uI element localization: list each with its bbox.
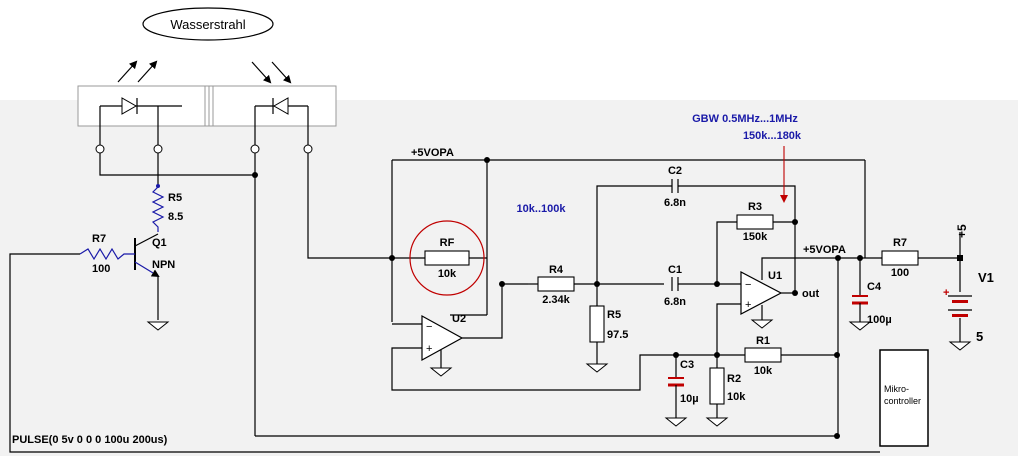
r7-name: R7	[893, 237, 907, 249]
r1-value: 10k	[754, 365, 773, 377]
r4-value: 2.34k	[542, 294, 570, 306]
r1-name: R1	[756, 335, 770, 347]
svg-text:−: −	[745, 279, 751, 291]
r5q-name: R5	[168, 192, 182, 204]
c3-value: 10µ	[680, 393, 699, 405]
r7-q-resistor: R7 100	[9, 233, 880, 453]
r2-value: 10k	[727, 391, 746, 403]
wasserstrahl-ellipse: Wasserstrahl	[142, 7, 274, 41]
svg-text:+: +	[745, 299, 751, 311]
u1-opamp: − + U1 out +5VOPA	[716, 244, 846, 355]
c1-capacitor: C1 6.8n	[664, 264, 741, 308]
c4-name: C4	[867, 281, 882, 293]
vopa-left-label: +5VOPA	[411, 147, 454, 159]
q1-name: Q1	[152, 237, 167, 249]
micro-label-1: Mikro-	[884, 384, 909, 394]
svg-text:−: −	[426, 321, 432, 333]
c3-capacitor: C3 10µ	[664, 352, 699, 427]
rf-value: 10k	[438, 268, 457, 280]
r7q-name: R7	[92, 233, 106, 245]
r3-value: 150k	[743, 231, 768, 243]
r2-resistor: R2 10k	[705, 352, 746, 427]
gbw-label: GBW 0.5MHz...1MHz	[692, 113, 798, 125]
c2-value: 6.8n	[664, 197, 686, 209]
pulse-label: PULSE(0 5v 0 0 0 100u 200us)	[12, 434, 168, 446]
r7-value: 100	[891, 267, 909, 279]
c3-name: C3	[680, 359, 694, 371]
r5-resistor: R5 97.5	[585, 284, 628, 373]
q1-type: NPN	[152, 259, 175, 271]
microcontroller-box: Mikro- controller	[879, 349, 929, 447]
gbw-annotation: GBW 0.5MHz...1MHz 150k...180k	[692, 113, 802, 203]
q1-transistor: Q1 NPN	[134, 233, 175, 331]
v1-name: V1	[978, 270, 994, 285]
svg-text:+: +	[426, 343, 432, 355]
c1-name: C1	[668, 264, 682, 276]
c2-capacitor: C2 6.8n	[596, 165, 796, 284]
vopa-right-label: +5VOPA	[803, 244, 846, 256]
c4-value: 100µ	[867, 314, 892, 326]
r1-resistor: R1 10k	[744, 255, 841, 439]
background-lower	[0, 100, 1018, 456]
c1-value: 6.8n	[664, 296, 686, 308]
plus5-label: +5	[955, 224, 969, 238]
micro-label-2: controller	[884, 396, 921, 406]
r5-value: 97.5	[607, 329, 628, 341]
rf-range-label: 10k..100k	[517, 203, 567, 215]
svg-text:+: +	[943, 287, 949, 299]
rf-name: RF	[440, 237, 455, 249]
opto-coupler	[77, 85, 337, 154]
r4-resistor: R4 2.34k	[528, 264, 664, 306]
v1-source: +5 + V1 5	[943, 224, 994, 351]
light-arrows	[117, 60, 292, 84]
r5-q1-resistor: R5 8.5	[151, 184, 183, 232]
opto-wiring	[99, 153, 837, 437]
u1-name: U1	[768, 270, 782, 282]
c4-capacitor: C4 100µ	[848, 255, 892, 331]
r5-name: R5	[607, 309, 621, 321]
r7q-value: 100	[92, 263, 110, 275]
u2-name: U2	[452, 313, 466, 325]
v1-value: 5	[976, 329, 983, 344]
r3-name: R3	[748, 201, 762, 213]
rf-resistor: RF 10k 10k..100k	[389, 203, 567, 296]
r2-name: R2	[727, 373, 741, 385]
out-label: out	[802, 288, 819, 300]
c2-name: C2	[668, 165, 682, 177]
gbw-range-label: 150k...180k	[743, 130, 802, 142]
r5q-value: 8.5	[168, 211, 183, 223]
wasserstrahl-label: Wasserstrahl	[170, 17, 245, 32]
r4-name: R4	[549, 264, 564, 276]
r3-resistor: R3 150k	[716, 201, 798, 296]
vopa-rail: +5VOPA	[391, 147, 866, 322]
r7-resistor: R7 100	[838, 237, 963, 279]
